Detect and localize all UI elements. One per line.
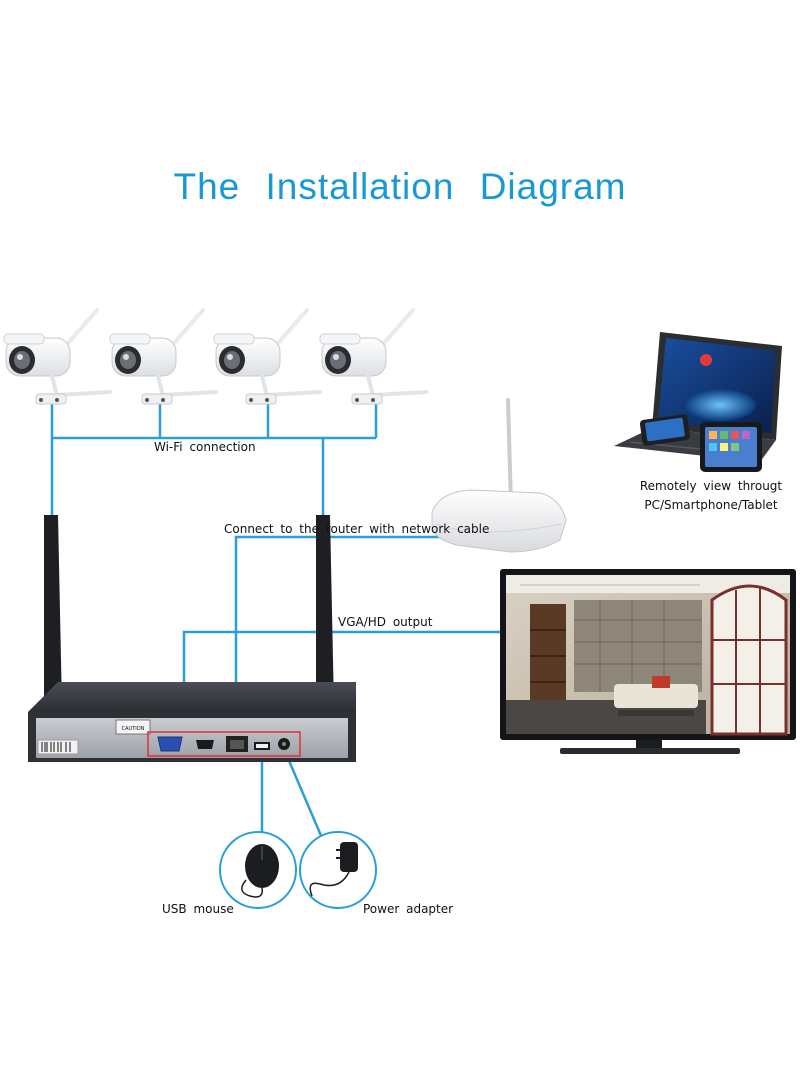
camera-2	[109, 308, 218, 405]
smartphone-icon	[639, 414, 691, 446]
bullet-camera-icon	[3, 308, 112, 405]
router-icon	[431, 398, 567, 553]
cables	[50, 400, 505, 839]
nvr-icon	[28, 515, 356, 762]
bullet-camera-icon	[213, 308, 322, 405]
diagram-title: The Installation Diagram	[173, 166, 627, 207]
camera-4	[319, 308, 428, 405]
usb-mouse-label: USB mouse	[162, 902, 234, 916]
monitor-icon	[500, 569, 796, 754]
router-connection-label: Connect to the router with network cable	[224, 522, 490, 536]
camera-1	[3, 308, 112, 405]
usb-mouse-icon	[219, 831, 297, 909]
remote-view-line-1: Remotely view througt	[639, 479, 783, 493]
remote-view-line-2: PC/Smartphone/Tablet	[644, 498, 778, 512]
vga-hd-output-label: VGA/HD output	[338, 615, 433, 629]
bullet-camera-icon	[319, 308, 428, 405]
remote-view-label: Remotely view througt PC/Smartphone/Tabl…	[636, 477, 786, 515]
power-adapter-label: Power adapter	[363, 902, 454, 916]
caution-label: CAUTION	[122, 726, 145, 732]
camera-3	[213, 308, 322, 405]
wifi-connection-label: Wi-Fi connection	[152, 440, 258, 454]
power-adapter-icon	[299, 831, 377, 909]
bullet-camera-icon	[109, 308, 218, 405]
tablet-icon	[700, 422, 762, 472]
